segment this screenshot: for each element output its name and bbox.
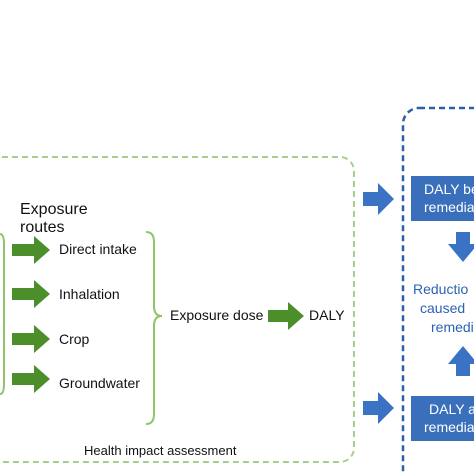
daly-before-line2: remedia bbox=[424, 199, 474, 215]
remediation-panel bbox=[401, 106, 474, 474]
arrow-crop bbox=[12, 325, 50, 353]
route-label-groundwater: Groundwater bbox=[59, 375, 140, 391]
daly-before-box bbox=[411, 176, 474, 221]
arrow-to-daly-before bbox=[363, 183, 394, 215]
reduction-line1: Reductio bbox=[413, 281, 469, 297]
daly-before-line1: DALY be bbox=[424, 181, 474, 197]
reduction-line3: remedi bbox=[431, 319, 474, 335]
arrow-to-daly-after bbox=[363, 392, 394, 424]
route-label-crop: Crop bbox=[59, 331, 90, 347]
left-brace bbox=[0, 233, 5, 395]
routes-title-line2: routes bbox=[20, 219, 65, 236]
health-impact-caption: Health impact assessment bbox=[84, 443, 237, 458]
routes-brace bbox=[145, 231, 163, 425]
arrow-groundwater bbox=[12, 365, 50, 393]
up-arrow bbox=[448, 346, 474, 376]
arrow-direct-intake bbox=[12, 236, 50, 264]
daly-after-line2: remedia bbox=[424, 419, 474, 435]
dose-to-daly-arrow bbox=[268, 302, 304, 330]
route-label-direct-intake: Direct intake bbox=[59, 241, 137, 257]
route-label-inhalation: Inhalation bbox=[59, 286, 120, 302]
routes-title-line1: Exposure bbox=[20, 201, 88, 218]
down-arrow bbox=[448, 232, 474, 262]
daly-label: DALY bbox=[309, 307, 345, 323]
exposure-dose-label: Exposure dose bbox=[170, 307, 264, 323]
reduction-line2: caused bbox=[420, 300, 466, 316]
arrow-inhalation bbox=[12, 280, 50, 308]
daly-after-line1: DALY a bbox=[429, 401, 474, 417]
daly-after-box bbox=[411, 396, 474, 441]
